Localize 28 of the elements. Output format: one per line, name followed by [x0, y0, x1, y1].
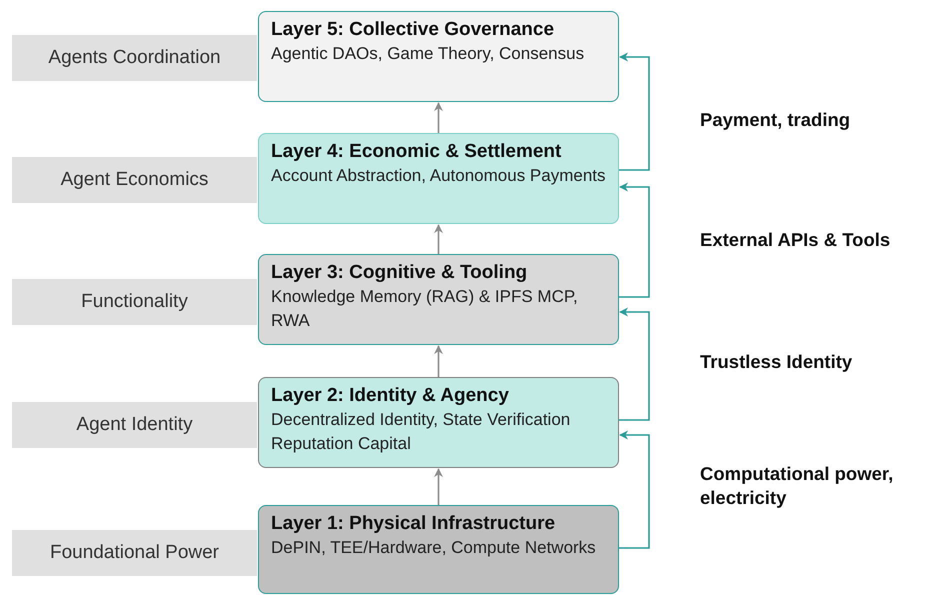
layer-box	[258, 254, 619, 345]
layer-title: Layer 3: Cognitive & Tooling	[271, 261, 528, 285]
arrow	[619, 182, 650, 298]
layer-title: Layer 2: Identity & Agency	[271, 384, 510, 408]
arrow	[434, 345, 443, 377]
arrow	[619, 52, 650, 171]
category-label: Agent Economics	[12, 157, 257, 203]
layer-box	[258, 133, 619, 224]
category-label: Agents Coordination	[12, 35, 257, 81]
layer-description: Agentic DAOs, Game Theory, Consensus	[271, 43, 586, 65]
arrow	[619, 308, 650, 421]
layer-description: DePIN, TEE/Hardware, Compute Networks	[271, 537, 597, 559]
layer-title: Layer 4: Economic & Settlement	[271, 140, 562, 164]
category-label: Foundational Power	[12, 530, 257, 576]
layer-box	[258, 11, 619, 102]
layer-description: Account Abstraction, Autonomous Payments	[271, 165, 606, 187]
arrow	[434, 102, 443, 133]
layer-title: Layer 5: Collective Governance	[271, 18, 556, 42]
arrow	[619, 430, 650, 549]
layer-description: Decentralized Identity, State Verification Reputation Capital	[271, 409, 572, 455]
layer-title: Layer 1: Physical Infrastructure	[271, 512, 556, 536]
layer-box	[258, 377, 619, 468]
layer-box	[258, 505, 619, 594]
arrow	[434, 224, 443, 254]
arrow	[434, 468, 443, 505]
category-label: Functionality	[12, 279, 257, 325]
category-label: Agent Identity	[12, 402, 257, 448]
layer-description: Knowledge Memory (RAG) & IPFS MCP, RWA	[271, 286, 579, 332]
